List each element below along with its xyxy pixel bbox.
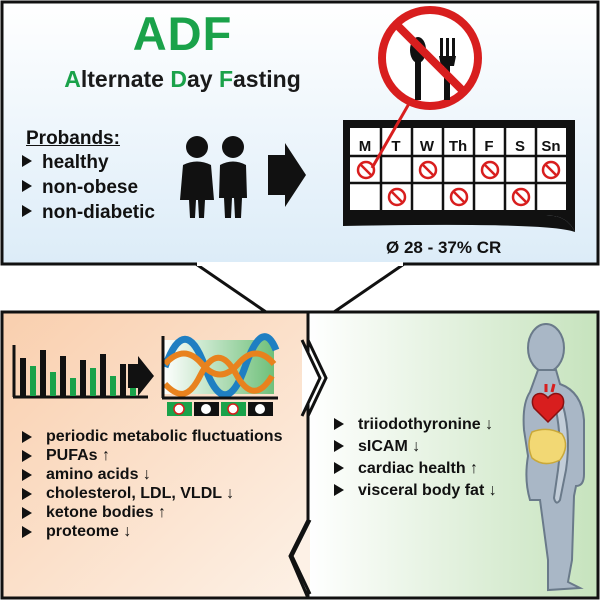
bar-glyph: [120, 364, 126, 396]
bullet-icon: [334, 418, 344, 430]
bullet-icon: [22, 507, 32, 519]
calendar-day: T: [391, 138, 401, 155]
bullet-icon: [22, 431, 32, 443]
metabolic-effects-list: periodic metabolic fluctuations PUFAs ↑ …: [22, 427, 312, 541]
bar-glyph: [80, 360, 86, 396]
page-subtitle: Alternate Day Fasting: [64, 66, 301, 92]
list-item: cardiac health ↑: [334, 458, 594, 480]
bar-glyph: [40, 350, 46, 396]
bullet-icon: [22, 526, 32, 538]
list-item: ketone bodies ↑: [22, 503, 312, 522]
bullet-icon: [22, 488, 32, 500]
calendar-icon: [343, 120, 575, 232]
calendar-day: Th: [448, 138, 468, 155]
metabolic-fluctuation-waves: [161, 333, 280, 416]
funnel-connector: [195, 262, 405, 314]
page-title: ADF: [132, 7, 233, 60]
bullet-icon: [334, 462, 344, 474]
list-item: triiodothyronine ↓: [334, 414, 594, 436]
bar-glyph: [110, 376, 116, 396]
physiological-effects-list: triiodothyronine ↓ sICAM ↓ cardiac healt…: [334, 414, 594, 502]
calendar-day: W: [419, 138, 435, 155]
list-item: sICAM ↓: [334, 436, 594, 458]
list-item: amino acids ↓: [22, 465, 312, 484]
fasting-day-marker: [356, 160, 561, 207]
bar-glyph: [60, 356, 66, 396]
list-item: healthy: [22, 150, 155, 175]
bar-glyph: [90, 368, 96, 396]
caloric-restriction-label: Ø 28 - 37% CR: [386, 238, 502, 257]
heart-icon: [531, 383, 565, 424]
list-item: non-diabetic: [22, 200, 155, 225]
probands-list: healthy non-obese non-diabetic: [22, 150, 155, 225]
bullet-icon: [22, 469, 32, 481]
bar-glyph: [30, 366, 36, 396]
day-strip: [167, 402, 273, 416]
liver-icon: [528, 428, 567, 465]
bullet-icon: [22, 205, 32, 217]
divider-chevron: [288, 312, 328, 599]
probands-heading: Probands:: [26, 128, 120, 149]
bullet-icon: [22, 155, 32, 167]
bullet-icon: [334, 440, 344, 452]
arrow-right-icon: [128, 356, 154, 396]
bullet-icon: [22, 450, 32, 462]
bar-glyph: [100, 354, 106, 396]
calendar-day: F: [484, 138, 494, 155]
bar-glyph: [70, 378, 76, 396]
list-item: non-obese: [22, 175, 155, 200]
bullet-icon: [22, 180, 32, 192]
metabolite-bar-chart: [12, 345, 148, 399]
body-silhouette: [522, 323, 585, 592]
list-item: periodic metabolic fluctuations: [22, 427, 312, 446]
calendar-day: Sn: [541, 138, 561, 155]
list-item: proteome ↓: [22, 522, 312, 541]
arrow-right-icon: [268, 143, 306, 207]
bar-glyph: [130, 382, 136, 396]
list-item: visceral body fat ↓: [334, 480, 594, 502]
bar-glyph: [20, 358, 26, 396]
calendar-day: S: [514, 138, 525, 155]
no-food-icon: [370, 6, 482, 169]
calendar-day: M: [358, 138, 372, 155]
list-item: cholesterol, LDL, VLDL ↓: [22, 484, 312, 503]
person-icon: [180, 136, 247, 218]
bar-glyph: [50, 372, 56, 396]
bullet-icon: [334, 484, 344, 496]
list-item: PUFAs ↑: [22, 446, 312, 465]
